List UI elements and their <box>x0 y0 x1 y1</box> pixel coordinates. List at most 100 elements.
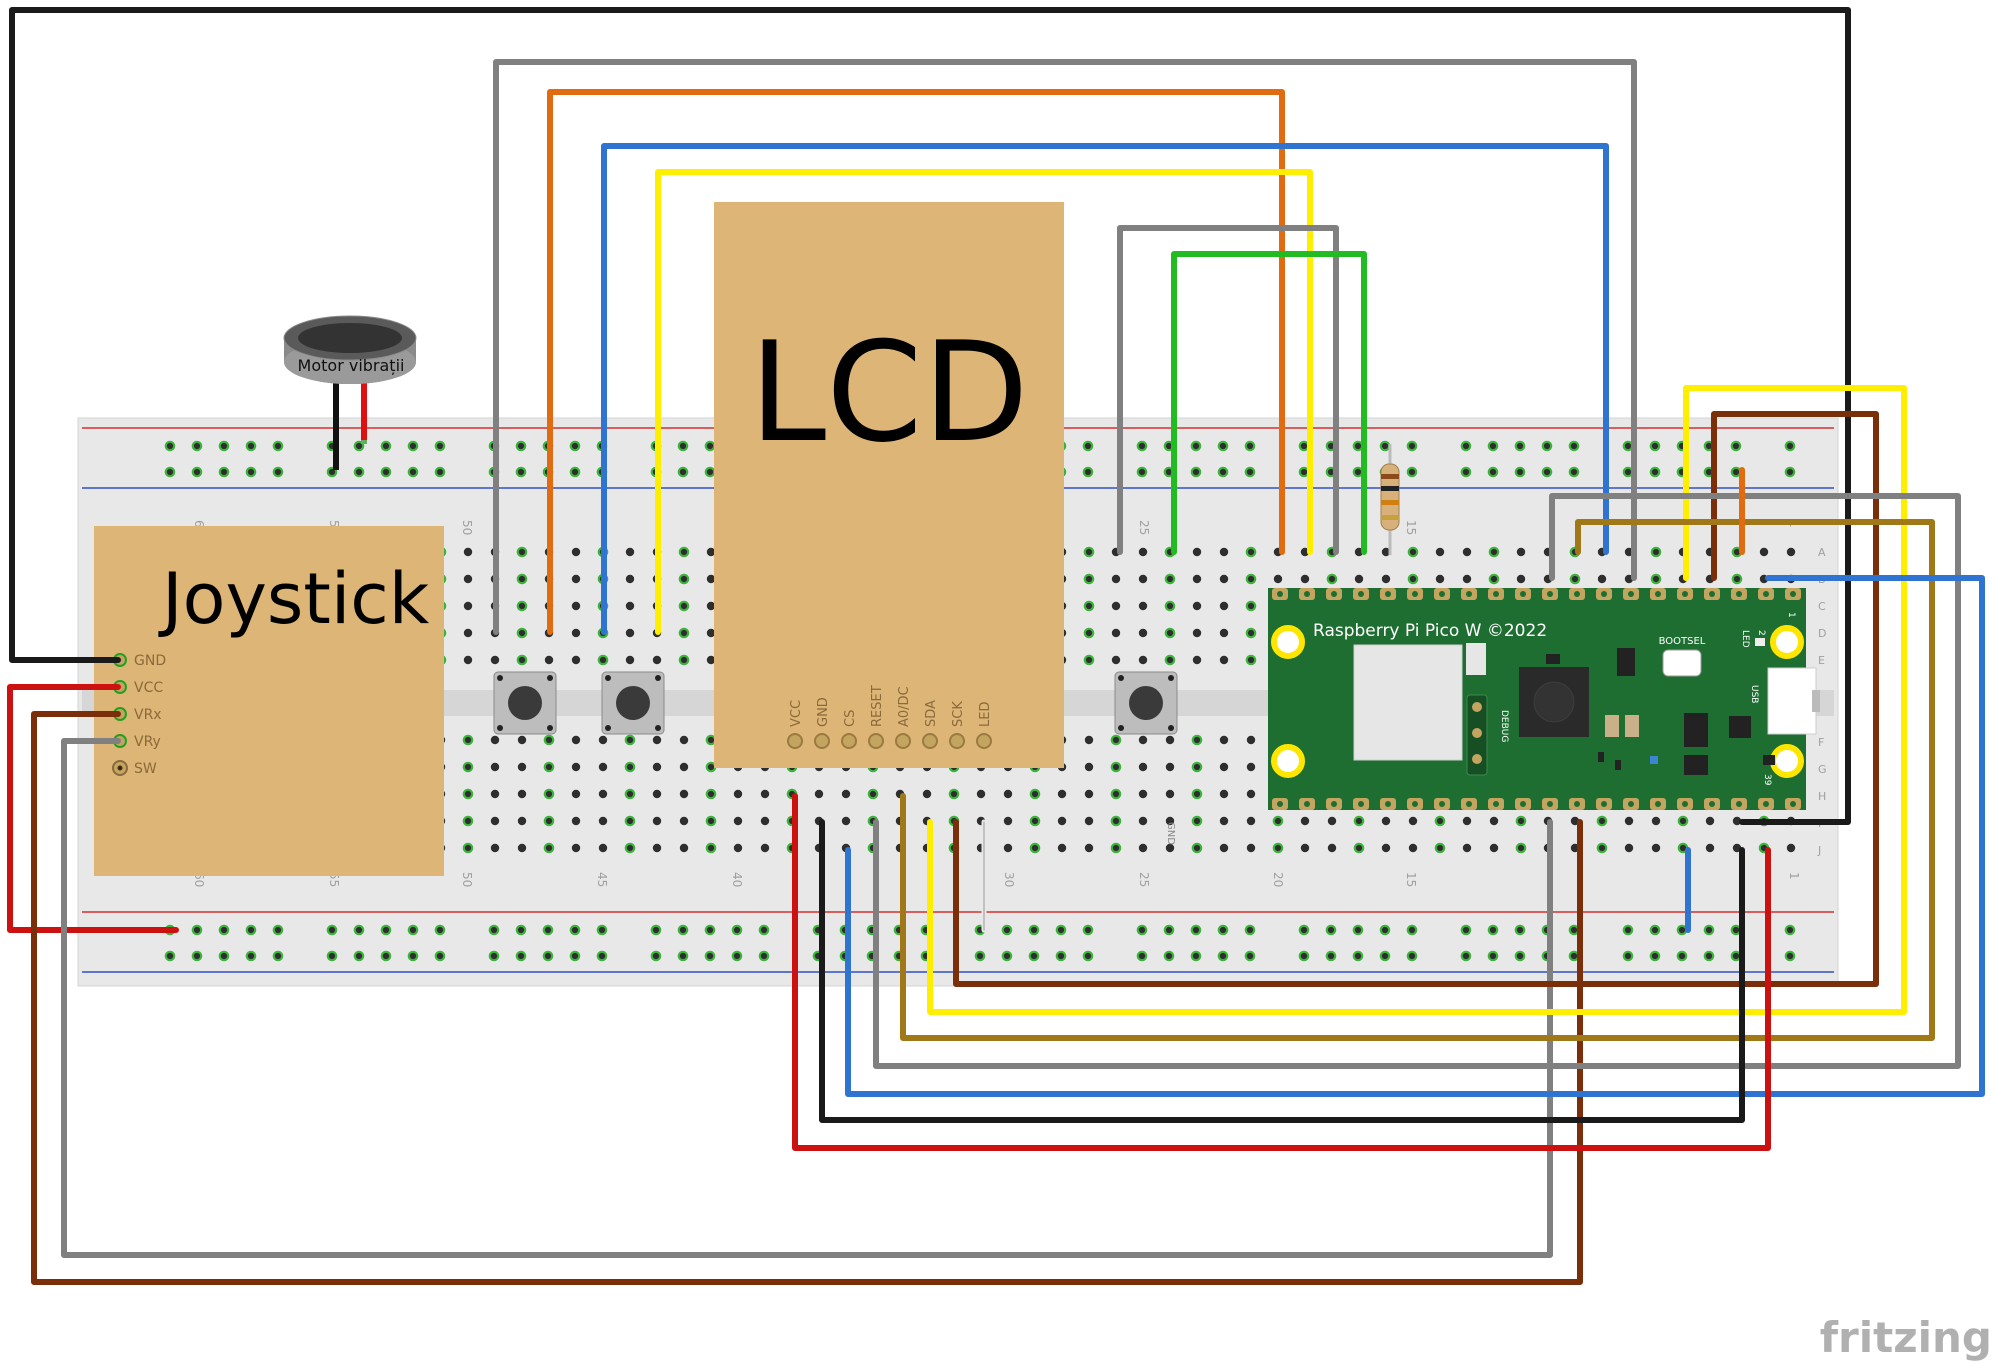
breadboard-hole[interactable] <box>624 842 636 854</box>
breadboard-hole[interactable] <box>569 924 581 936</box>
breadboard-hole[interactable] <box>1514 440 1526 452</box>
breadboard-hole[interactable] <box>490 655 500 665</box>
breadboard-hole[interactable] <box>1541 440 1553 452</box>
breadboard-hole[interactable] <box>490 762 500 772</box>
breadboard-hole[interactable] <box>678 627 690 639</box>
breadboard-hole[interactable] <box>515 440 527 452</box>
breadboard-hole[interactable] <box>1219 789 1229 799</box>
breadboard-hole[interactable] <box>1190 950 1202 962</box>
breadboard-hole[interactable] <box>1434 815 1446 827</box>
breadboard-hole[interactable] <box>1381 816 1391 826</box>
breadboard-hole[interactable] <box>1730 950 1742 962</box>
breadboard-hole[interactable] <box>678 546 690 558</box>
breadboard-hole[interactable] <box>164 466 176 478</box>
breadboard-hole[interactable] <box>1273 574 1283 584</box>
breadboard-hole[interactable] <box>1300 574 1310 584</box>
breadboard-hole[interactable] <box>463 574 473 584</box>
breadboard-hole[interactable] <box>1462 843 1472 853</box>
breadboard-hole[interactable] <box>462 761 474 773</box>
breadboard-hole[interactable] <box>1489 843 1499 853</box>
breadboard-hole[interactable] <box>1138 762 1148 772</box>
breadboard-hole[interactable] <box>922 789 932 799</box>
breadboard-hole[interactable] <box>191 924 203 936</box>
breadboard-hole[interactable] <box>1650 546 1662 558</box>
breadboard-hole[interactable] <box>1732 816 1742 826</box>
breadboard-hole[interactable] <box>624 734 636 746</box>
breadboard-hole[interactable] <box>706 655 716 665</box>
wire-yellow-right[interactable] <box>927 385 1907 1015</box>
breadboard-hole[interactable] <box>679 735 689 745</box>
breadboard-hole[interactable] <box>1165 789 1175 799</box>
breadboard-hole[interactable] <box>1191 842 1203 854</box>
breadboard-hole[interactable] <box>1191 815 1203 827</box>
breadboard-hole[interactable] <box>407 466 419 478</box>
breadboard-hole[interactable] <box>516 627 528 639</box>
breadboard-hole[interactable] <box>571 655 581 665</box>
pushbutton[interactable] <box>1114 671 1178 735</box>
breadboard-hole[interactable] <box>1298 466 1310 478</box>
wire-brown-joystick-vrx[interactable] <box>31 711 1583 1285</box>
breadboard-hole[interactable] <box>191 440 203 452</box>
breadboard-hole[interactable] <box>1326 573 1338 585</box>
lcd-pin-sck[interactable] <box>949 733 965 749</box>
breadboard-hole[interactable] <box>407 924 419 936</box>
breadboard-hole[interactable] <box>625 628 635 638</box>
lcd-pin-sda[interactable] <box>922 733 938 749</box>
breadboard-hole[interactable] <box>1219 655 1229 665</box>
breadboard-hole[interactable] <box>1352 924 1364 936</box>
breadboard-hole[interactable] <box>1650 573 1662 585</box>
wire-brown-right[interactable] <box>953 411 1879 987</box>
breadboard-hole[interactable] <box>1190 440 1202 452</box>
breadboard-hole[interactable] <box>571 601 581 611</box>
breadboard-hole[interactable] <box>1029 815 1041 827</box>
breadboard-hole[interactable] <box>463 601 473 611</box>
breadboard-hole[interactable] <box>191 466 203 478</box>
breadboard-hole[interactable] <box>1084 843 1094 853</box>
breadboard-hole[interactable] <box>1705 843 1715 853</box>
breadboard-hole[interactable] <box>1460 440 1472 452</box>
breadboard-hole[interactable] <box>245 950 257 962</box>
breadboard-hole[interactable] <box>1406 440 1418 452</box>
breadboard-hole[interactable] <box>515 950 527 962</box>
breadboard-hole[interactable] <box>571 574 581 584</box>
breadboard-hole[interactable] <box>272 440 284 452</box>
breadboard-hole[interactable] <box>569 950 581 962</box>
breadboard-hole[interactable] <box>677 924 689 936</box>
breadboard-hole[interactable] <box>542 950 554 962</box>
breadboard-hole[interactable] <box>245 440 257 452</box>
breadboard-hole[interactable] <box>1029 842 1041 854</box>
breadboard-hole[interactable] <box>353 924 365 936</box>
breadboard-hole[interactable] <box>1406 466 1418 478</box>
breadboard-hole[interactable] <box>1217 950 1229 962</box>
breadboard-hole[interactable] <box>652 789 662 799</box>
breadboard-hole[interactable] <box>841 816 851 826</box>
breadboard-hole[interactable] <box>1245 573 1257 585</box>
breadboard-hole[interactable] <box>1111 601 1121 611</box>
breadboard-hole[interactable] <box>1083 546 1095 558</box>
breadboard-hole[interactable] <box>1703 950 1715 962</box>
lcd-pin-gnd[interactable] <box>814 733 830 749</box>
breadboard-hole[interactable] <box>1164 573 1176 585</box>
breadboard-hole[interactable] <box>841 789 851 799</box>
breadboard-hole[interactable] <box>652 655 662 665</box>
breadboard-hole[interactable] <box>733 789 743 799</box>
breadboard-hole[interactable] <box>976 789 986 799</box>
breadboard-hole[interactable] <box>463 547 473 557</box>
breadboard-hole[interactable] <box>650 924 662 936</box>
breadboard-hole[interactable] <box>1191 734 1203 746</box>
breadboard-hole[interactable] <box>1003 816 1013 826</box>
breadboard-hole[interactable] <box>1568 924 1580 936</box>
breadboard-hole[interactable] <box>1082 466 1094 478</box>
breadboard-hole[interactable] <box>1784 440 1796 452</box>
breadboard-hole[interactable] <box>1731 573 1743 585</box>
breadboard-hole[interactable] <box>1001 924 1013 936</box>
breadboard-hole[interactable] <box>218 950 230 962</box>
breadboard-hole[interactable] <box>1246 789 1256 799</box>
wire-black-joystick-gnd[interactable] <box>9 7 1851 825</box>
breadboard-hole[interactable] <box>1084 816 1094 826</box>
breadboard-hole[interactable] <box>490 789 500 799</box>
breadboard-hole[interactable] <box>1352 466 1364 478</box>
breadboard-hole[interactable] <box>758 950 770 962</box>
breadboard-hole[interactable] <box>326 924 338 936</box>
breadboard-hole[interactable] <box>1325 950 1337 962</box>
